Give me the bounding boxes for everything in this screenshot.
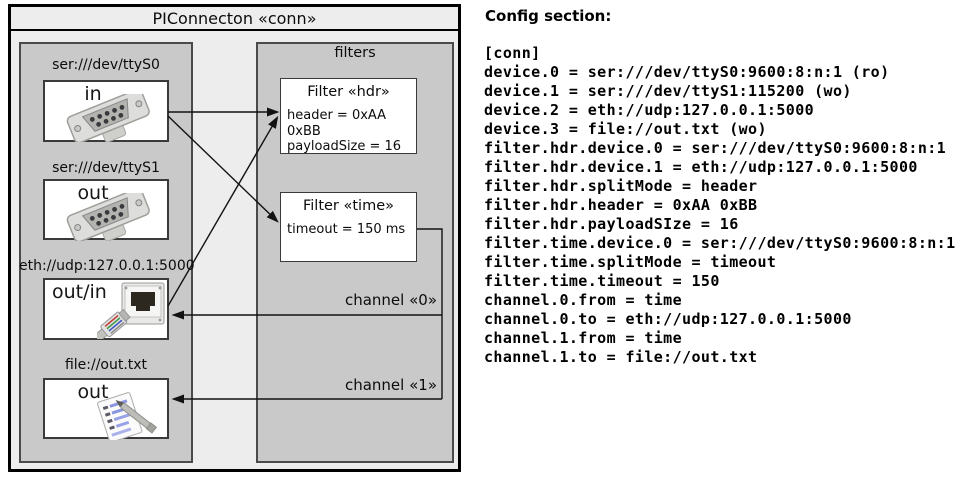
filter-time-title: Filter «time» (302, 198, 395, 214)
filters-panel-title: filters (334, 45, 376, 61)
channel-0-label: channel «0» (344, 291, 437, 309)
device-box-file: out (43, 378, 169, 440)
device-box-eth: out/in (43, 278, 169, 340)
filter-hdr-title: Filter «hdr» (307, 84, 390, 100)
device-role: out (77, 182, 109, 204)
filter-hdr-box: Filter «hdr» header = 0xAA 0xBB payloadS… (280, 78, 417, 154)
device-role: out (77, 381, 109, 403)
device-role: in (84, 83, 102, 105)
filter-time-box: Filter «time» timeout = 150 ms (280, 192, 417, 262)
device-address-ttys1: ser:///dev/ttyS1 (52, 160, 160, 176)
device-box-ttys0: in (43, 80, 169, 142)
channel-1-label: channel «1» (344, 376, 437, 394)
device-box-ttys1: out (43, 179, 169, 241)
device-address-eth: eth://udp:127.0.0.1:5000 (19, 258, 195, 274)
diagram-title: PIConnecton «conn» (11, 7, 458, 31)
ethernet-connector-icon (97, 282, 165, 339)
filter-hdr-attributes: header = 0xAA 0xBB payloadSize = 16 (287, 108, 402, 154)
config-body: [conn] device.0 = ser:///dev/ttyS0:9600:… (484, 44, 956, 366)
device-role: out/in (52, 281, 107, 303)
filter-time-attributes: timeout = 150 ms (287, 222, 406, 237)
device-address-file: file://out.txt (64, 357, 148, 373)
device-address-ttys0: ser:///dev/ttyS0 (52, 57, 160, 73)
config-heading: Config section: (485, 7, 612, 25)
